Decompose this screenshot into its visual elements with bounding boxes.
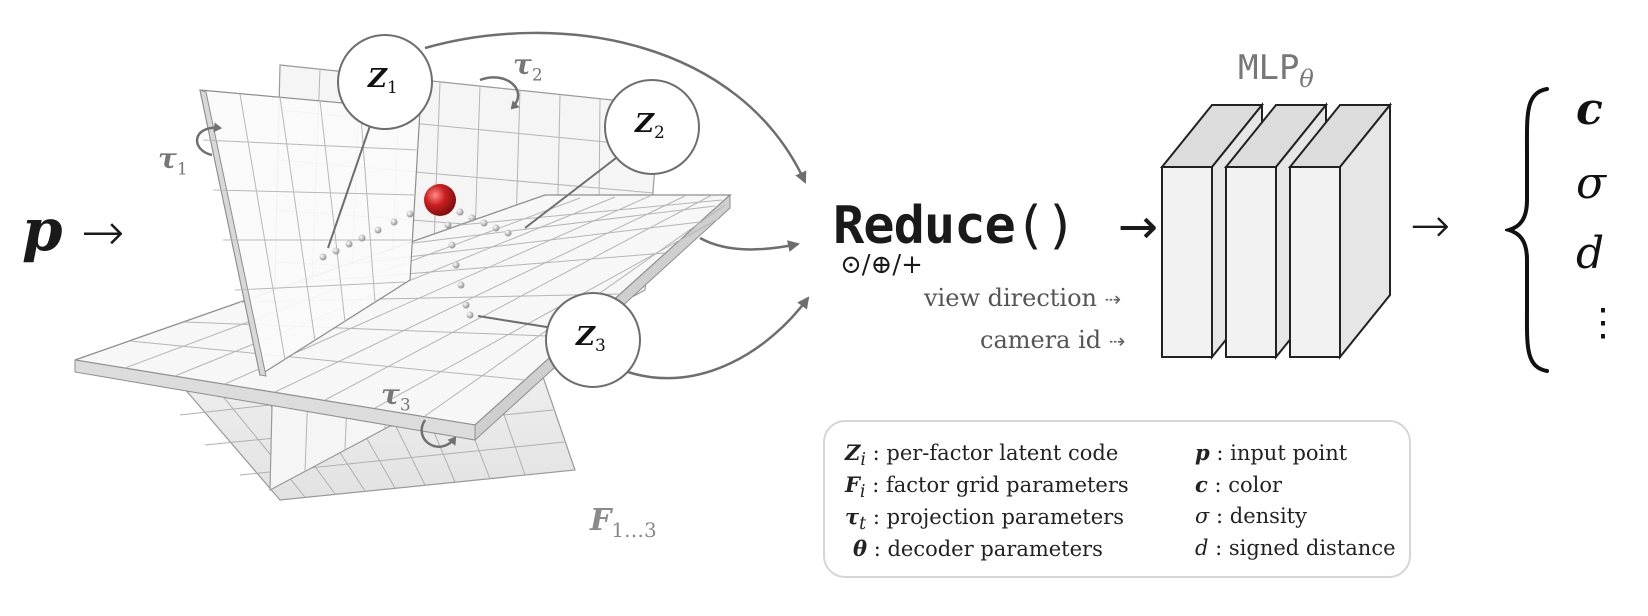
legend-item-factor-grid: Fi : factor grid parameters (845, 472, 1129, 503)
input-point-label: p → (22, 196, 125, 264)
arrow-z2-to-reduce (699, 236, 800, 252)
input-symbol: p (22, 196, 63, 264)
camera-id-arrow: ⇢ (1108, 329, 1126, 353)
factor-grid-vertical-front (199, 89, 421, 377)
camera-id-input: camera id ⇢ (980, 326, 1126, 354)
z2-callout-line (524, 154, 621, 229)
output-brace (1505, 87, 1549, 373)
z3-callout-line (477, 315, 554, 329)
tau3-label: τ3 (381, 378, 411, 416)
z2-label: Z2 (635, 109, 665, 144)
z2-bubble (604, 79, 700, 175)
output-more: ⋮ (1584, 300, 1622, 344)
arrow-z3-to-reduce (627, 296, 810, 380)
query-point (424, 184, 456, 216)
arrow-z1-to-reduce (424, 31, 807, 184)
tau2-rotation-icon (479, 76, 520, 110)
sample-points (319, 208, 512, 319)
mlp-layer-3 (1287, 102, 1393, 360)
output-color: c (1576, 84, 1603, 135)
z1-label: Z1 (368, 64, 398, 99)
tau3-rotation-icon (420, 419, 457, 448)
camera-id-label: camera id (980, 326, 1102, 354)
factor-grids-label: F1…3 (590, 503, 657, 542)
legend-item-density: σ : density (1195, 504, 1307, 528)
mlp-output-arrow: → (1410, 198, 1451, 254)
mlp-label: MLPθ (1238, 48, 1314, 93)
reduce-arrow: → (1117, 199, 1158, 255)
z3-label: Z3 (576, 322, 606, 357)
view-direction-arrow: ⇢ (1104, 287, 1122, 311)
legend-item-latent-code: Zi : per-factor latent code (845, 440, 1119, 471)
legend-item-color: c : color (1195, 472, 1283, 497)
view-direction-label: view direction (924, 284, 1097, 312)
legend-item-signed-distance: d : signed distance (1195, 536, 1396, 560)
z1-bubble (337, 34, 433, 130)
z1-callout-line (327, 119, 373, 249)
legend-box (823, 420, 1411, 578)
reduce-parens: () (1014, 196, 1077, 256)
view-direction-input: view direction ⇢ (924, 284, 1121, 312)
z3-bubble (545, 292, 641, 388)
factor-grids-illustration (74, 31, 810, 501)
tau2-label: τ2 (513, 48, 543, 86)
legend-item-input-point: p : input point (1195, 440, 1348, 465)
reduce-function: Reduce() → (833, 196, 1158, 256)
tau1-rotation-icon (195, 122, 222, 157)
output-signed-distance: d (1576, 228, 1605, 279)
output-density: σ (1576, 158, 1607, 209)
mlp-layers-illustration (1159, 102, 1393, 360)
reduce-operators: ⊙/⊕/+ (840, 250, 923, 280)
input-arrow: → (81, 203, 125, 263)
tau1-label: τ1 (158, 142, 188, 180)
reduce-name: Reduce (833, 196, 1016, 256)
legend-item-projection: τt : projection parameters (845, 504, 1124, 535)
legend-item-decoder: θ : decoder parameters (853, 536, 1103, 561)
